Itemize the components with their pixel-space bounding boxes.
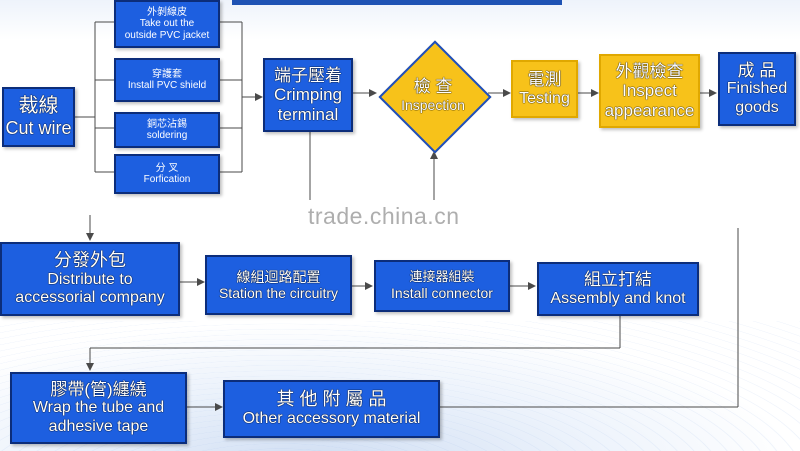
step-distribute-zh: 分發外包: [54, 250, 126, 271]
step-cut-wire-zh: 裁線: [18, 95, 59, 118]
step-wrap-tube-zh: 膠帶(管)纏繞: [50, 379, 147, 399]
step-other-accessory: 其 他 附 屬 品 Other accessory material: [223, 380, 440, 438]
step-testing-en: Testing: [519, 89, 570, 107]
step-wrap-tube: 膠帶(管)纏繞 Wrap the tube and adhesive tape: [10, 372, 187, 444]
header-accent-bar: [232, 0, 562, 5]
step-assembly-knot: 組立打結 Assembly and knot: [537, 262, 699, 316]
step-install-pvc-shield: 穿護套 Install PVC shield: [114, 58, 220, 102]
step-forfication-zh: 分 叉: [155, 162, 179, 174]
step-install-pvc-shield-en: Install PVC shield: [127, 80, 207, 91]
step-finished-goods: 成 品 Finished goods: [718, 52, 796, 126]
step-crimping-en2: terminal: [277, 104, 339, 124]
step-forfication-en: Forfication: [143, 174, 191, 185]
step-cut-wire-en: Cut wire: [5, 118, 72, 139]
step-inspection-en: Inspection: [401, 96, 465, 113]
step-take-out-pvc-en2: outside PVC jacket: [124, 29, 210, 41]
step-forfication: 分 叉 Forfication: [114, 154, 220, 194]
step-take-out-pvc: 外剝線皮 Take out the outside PVC jacket: [114, 0, 220, 48]
step-inspect-appearance-en2: appearance: [604, 100, 695, 120]
step-testing: 電測 Testing: [511, 60, 578, 118]
step-station-circuitry-zh: 線組迴路配置: [236, 268, 321, 285]
step-soldering: 銅芯沾錫 soldering: [114, 112, 220, 148]
step-other-accessory-zh: 其 他 附 屬 品: [276, 389, 387, 410]
step-distribute-en2: accessorial company: [15, 289, 165, 307]
step-inspect-appearance: 外觀檢查 Inspect appearance: [599, 54, 700, 128]
step-assembly-knot-zh: 組立打結: [584, 270, 652, 290]
watermark: trade.china.cn: [308, 203, 460, 229]
step-install-connector-en: Install connector: [391, 285, 493, 302]
step-crimping-terminal: 端子壓着 Crimping terminal: [263, 58, 353, 132]
step-wrap-tube-en1: Wrap the tube and: [32, 399, 165, 417]
step-inspect-appearance-zh: 外觀檢查: [615, 61, 684, 81]
step-finished-goods-zh: 成 品: [737, 60, 777, 80]
step-crimping-zh: 端子壓着: [274, 65, 342, 85]
step-distribute-en1: Distribute to: [47, 270, 133, 288]
step-inspect-appearance-en1: Inspect: [622, 81, 677, 101]
step-install-connector-zh: 連接器組裝: [409, 269, 475, 285]
step-distribute: 分發外包 Distribute to accessorial company: [0, 242, 180, 316]
step-soldering-en: soldering: [146, 130, 188, 141]
step-station-circuitry: 線組迴路配置 Station the circuitry: [205, 255, 352, 315]
step-inspection-zh: 檢 查: [413, 77, 453, 97]
step-wrap-tube-en2: adhesive tape: [48, 417, 149, 435]
step-install-pvc-shield-zh: 穿護套: [152, 68, 182, 80]
step-other-accessory-en: Other accessory material: [242, 410, 421, 428]
step-inspection: 檢 查 Inspection: [378, 40, 492, 154]
step-install-connector: 連接器組裝 Install connector: [374, 260, 510, 312]
step-assembly-knot-en: Assembly and knot: [550, 289, 686, 307]
step-take-out-pvc-en1: Take out the: [139, 18, 195, 30]
step-station-circuitry-en: Station the circuitry: [218, 285, 339, 301]
step-finished-goods-en2: goods: [735, 98, 779, 116]
step-testing-zh: 電測: [527, 70, 562, 90]
step-finished-goods-en1: Finished: [726, 80, 788, 98]
step-cut-wire: 裁線 Cut wire: [2, 87, 75, 147]
step-crimping-en1: Crimping: [273, 85, 343, 105]
step-take-out-pvc-zh: 外剝線皮: [147, 6, 187, 18]
step-soldering-zh: 銅芯沾錫: [147, 118, 187, 130]
